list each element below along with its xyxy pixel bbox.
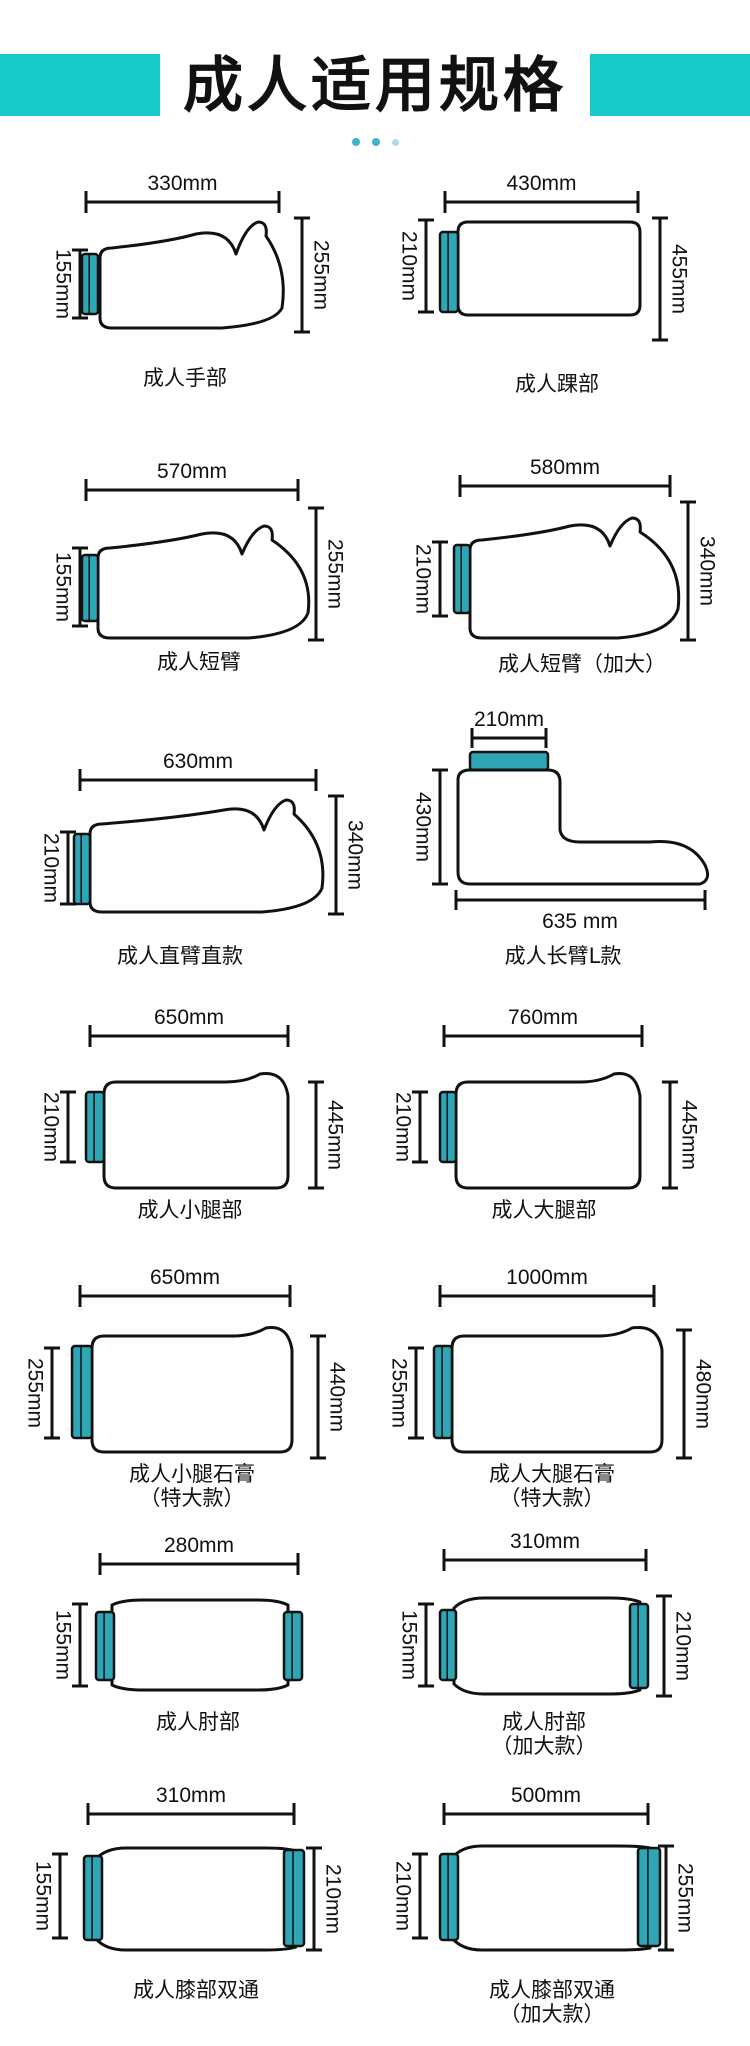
item-name-label: 成人肘部 (48, 1710, 348, 1734)
item-name-label: 成人大腿部 (394, 1198, 694, 1222)
height-dimension-label: 255mm (309, 240, 332, 310)
diagram-knee: 310mm 155mm 210mm (31, 1784, 344, 1952)
item-subname: （特大款） (139, 1486, 245, 1510)
diagram-hand: 330mm 155mm 255mm (51, 172, 332, 334)
dot-icon (371, 138, 380, 146)
item-name-label: 成人短臂 (49, 650, 349, 674)
dot-icon (391, 139, 399, 146)
width-dimension-label: 650mm (150, 1266, 220, 1289)
height-dimension-label: 440mm (325, 1362, 348, 1432)
item-name: 成人肘部 (502, 1710, 586, 1734)
opening-dimension-label: 210mm (39, 1092, 62, 1162)
item-name-label: 成人踝部 (407, 372, 707, 396)
diagram-thigh-cast-xl: 1000mm 255mm 480mm (387, 1266, 714, 1460)
item-name-label: 成人短臂（加大） (432, 652, 732, 676)
item-name-label: 成人大腿石膏（特大款） (402, 1462, 702, 1510)
item-name: 成人短臂（加大） (498, 652, 666, 676)
width-dimension-label: 330mm (147, 172, 217, 195)
opening-dimension-label: 210mm (39, 833, 62, 903)
height-dimension-label: 455mm (667, 244, 690, 314)
banner-bar-left (0, 54, 160, 116)
item-name-label: 成人小腿石膏（特大款） (42, 1462, 342, 1510)
height-dimension-label: 255mm (323, 539, 346, 609)
height-dimension-label: 445mm (677, 1100, 700, 1170)
opening-dimension-label: 210mm (411, 544, 434, 614)
diagram-thigh: 760mm 210mm 445mm (391, 1006, 700, 1190)
item-subname: （加大款） (499, 2002, 605, 2026)
item-name: 成人长臂L款 (504, 944, 622, 968)
item-name-label: 成人长臂L款 (413, 944, 713, 968)
diagram-long-arm-l: 210mm 430mm 635 mm (411, 708, 710, 933)
height-dimension-label: 445mm (323, 1100, 346, 1170)
height-dimension-label: 210mm (671, 1611, 694, 1681)
opening-dimension-label: 255mm (387, 1358, 410, 1428)
width-dimension-label: 430mm (506, 172, 576, 195)
width-dimension-label: 630mm (163, 750, 233, 773)
height-dimension-label: 480mm (691, 1359, 714, 1429)
opening-dimension-label: 210mm (397, 231, 420, 301)
item-name-label: 成人手部 (35, 366, 335, 390)
width-dimension-label: 650mm (154, 1006, 224, 1029)
opening-dimension-label: 155mm (31, 1861, 54, 1931)
width-dimension-label: 280mm (164, 1534, 234, 1557)
diagram-ankle: 430mm 210mm 455mm (397, 172, 690, 342)
opening-dimension-label: 430mm (411, 792, 434, 862)
height-dimension-label: 255mm (673, 1863, 696, 1933)
width-dimension-label: 580mm (530, 456, 600, 479)
opening-dimension-label: 155mm (51, 1610, 74, 1680)
item-name-label: 成人膝部双通（加大款） (402, 1978, 702, 2026)
decorative-dots (0, 133, 750, 151)
diagram-short-arm: 570mm 155mm 255mm (51, 460, 346, 642)
width-dimension-label: 500mm (511, 1784, 581, 1807)
opening-dimension-label: 155mm (397, 1610, 420, 1680)
height-dimension-label: 210mm (321, 1864, 344, 1934)
item-name: 成人大腿部 (491, 1198, 597, 1222)
width-dimension-label: 1000mm (506, 1266, 588, 1289)
diagram-elbow-large: 310mm 155mm 210mm (397, 1530, 694, 1698)
opening-dimension-label: 255mm (23, 1358, 46, 1428)
item-name-label: 成人肘部（加大款） (394, 1710, 694, 1758)
opening-dimension-label: 155mm (51, 249, 74, 319)
dot-icon (351, 138, 360, 146)
item-subname: （特大款） (499, 1486, 605, 1510)
item-name: 成人手部 (143, 366, 227, 390)
diagram-short-arm-large: 580mm 210mm 340mm (411, 456, 718, 642)
opening-dimension-label: 210mm (391, 1092, 414, 1162)
width-dimension-label: 760mm (508, 1006, 578, 1029)
item-name-label: 成人直臂直款 (30, 944, 330, 968)
width-dimension-label: 570mm (157, 460, 227, 483)
banner-bar-right (590, 54, 750, 116)
item-name-label: 成人小腿部 (40, 1198, 340, 1222)
diagram-calf: 650mm 210mm 445mm (39, 1006, 346, 1190)
width-dimension-label: 310mm (510, 1530, 580, 1553)
diagram-straight-arm: 630mm 210mm 340mm (39, 750, 366, 916)
item-name: 成人膝部双通 (489, 1978, 615, 2002)
height-dimension-label: 340mm (695, 536, 718, 606)
item-name: 成人踝部 (515, 372, 599, 396)
item-name-label: 成人膝部双通 (46, 1978, 346, 2002)
item-name: 成人直臂直款 (117, 944, 243, 968)
item-name: 成人小腿部 (137, 1198, 243, 1222)
diagram-knee-large: 500mm 210mm 255mm (391, 1784, 696, 1952)
item-name: 成人膝部双通 (133, 1978, 259, 2002)
top-opening-label: 210mm (474, 708, 544, 731)
item-name: 成人小腿石膏 (129, 1462, 255, 1486)
page-title: 成人适用规格 (183, 51, 567, 121)
item-name: 成人大腿石膏 (489, 1462, 615, 1486)
diagram-calf-cast-xl: 650mm 255mm 440mm (23, 1266, 348, 1460)
item-name: 成人短臂 (157, 650, 241, 674)
opening-dimension-label: 210mm (391, 1861, 414, 1931)
item-subname: （加大款） (491, 1734, 597, 1758)
width-dimension-label: 635 mm (542, 910, 618, 933)
item-name: 成人肘部 (156, 1710, 240, 1734)
opening-dimension-label: 155mm (51, 552, 74, 622)
width-dimension-label: 310mm (156, 1784, 226, 1807)
height-dimension-label: 340mm (343, 820, 366, 890)
diagram-elbow: 280mm 155mm (51, 1534, 304, 1692)
